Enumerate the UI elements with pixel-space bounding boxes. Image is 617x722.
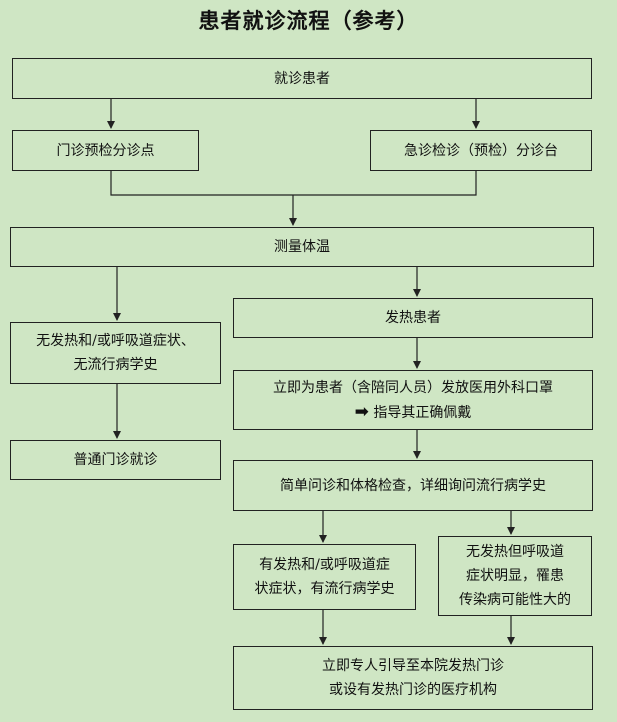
node-inquiry-label: 简单问诊和体格检查，详细询问流行病学史: [280, 477, 546, 494]
node-mask-line2-wrap: ➡ 指导其正确佩戴: [273, 400, 553, 425]
node-with-history-line1: 有发热和/或呼吸道症: [259, 557, 390, 573]
node-no-fever-resp-line1: 无发热但呼吸道: [466, 544, 564, 560]
node-no-fever-resp-line3: 传染病可能性大的: [459, 592, 571, 608]
node-no-fever-line2: 无流行病学史: [73, 357, 158, 373]
node-no-fever-resp: 无发热但呼吸道 症状明显，罹患 传染病可能性大的: [438, 536, 592, 616]
node-mask-line1: 立即为患者（含陪同人员）发放医用外科口罩: [273, 379, 553, 396]
node-patient-label: 就诊患者: [274, 70, 330, 87]
node-refer-line1: 立即专人引导至本院发热门诊: [322, 658, 504, 674]
node-mask-line2: 指导其正确佩戴: [373, 404, 472, 421]
node-fever-patient-label: 发热患者: [385, 310, 441, 326]
node-no-fever-line1: 无发热和/或呼吸道症状、: [36, 333, 195, 349]
node-no-fever: 无发热和/或呼吸道症状、 无流行病学史: [10, 322, 221, 384]
node-outpatient-precheck: 门诊预检分诊点: [12, 130, 199, 171]
node-refer: 立即专人引导至本院发热门诊 或设有发热门诊的医疗机构: [233, 646, 593, 710]
node-no-fever-resp-line2: 症状明显，罹患: [466, 568, 564, 584]
node-with-history-line2: 状症状，有流行病学史: [254, 581, 395, 597]
node-measure-temp-label: 测量体温: [274, 239, 330, 255]
node-with-history: 有发热和/或呼吸道症 状症状，有流行病学史: [233, 544, 416, 610]
connector-outpatient-merge: [110, 171, 477, 196]
node-mask: 立即为患者（含陪同人员）发放医用外科口罩 ➡ 指导其正确佩戴: [233, 370, 593, 430]
node-regular-outpatient: 普通门诊就诊: [10, 440, 221, 480]
node-inquiry: 简单问诊和体格检查，详细询问流行病学史: [233, 460, 593, 511]
node-refer-line2: 或设有发热门诊的医疗机构: [329, 682, 497, 698]
node-emergency-precheck-label: 急诊检诊（预检）分诊台: [404, 142, 558, 159]
diagram-title: 患者就诊流程（参考）: [198, 8, 419, 33]
node-emergency-precheck: 急诊检诊（预检）分诊台: [370, 130, 592, 171]
node-fever-patient: 发热患者: [233, 298, 593, 338]
right-arrow-icon: ➡: [354, 401, 369, 422]
node-regular-outpatient-label: 普通门诊就诊: [73, 452, 158, 468]
node-measure-temp: 测量体温: [10, 227, 594, 267]
node-patient: 就诊患者: [12, 58, 592, 99]
node-outpatient-precheck-label: 门诊预检分诊点: [56, 142, 155, 159]
